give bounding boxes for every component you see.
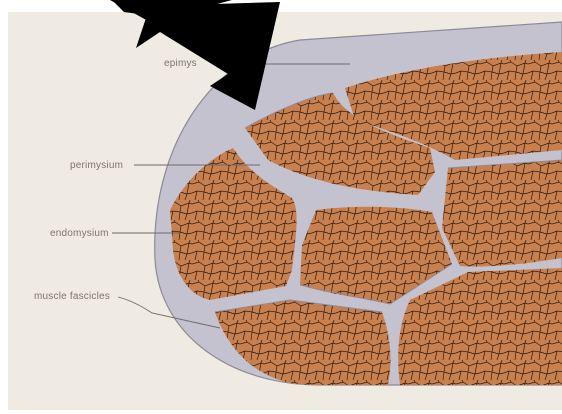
endomysium-label: endomysium <box>50 228 109 239</box>
epimysium-label: epimys <box>164 58 197 69</box>
fascicle <box>442 160 562 267</box>
perimysium-label: perimysium <box>70 160 123 171</box>
muscle-fascicles-label: muscle fascicles <box>34 291 110 302</box>
